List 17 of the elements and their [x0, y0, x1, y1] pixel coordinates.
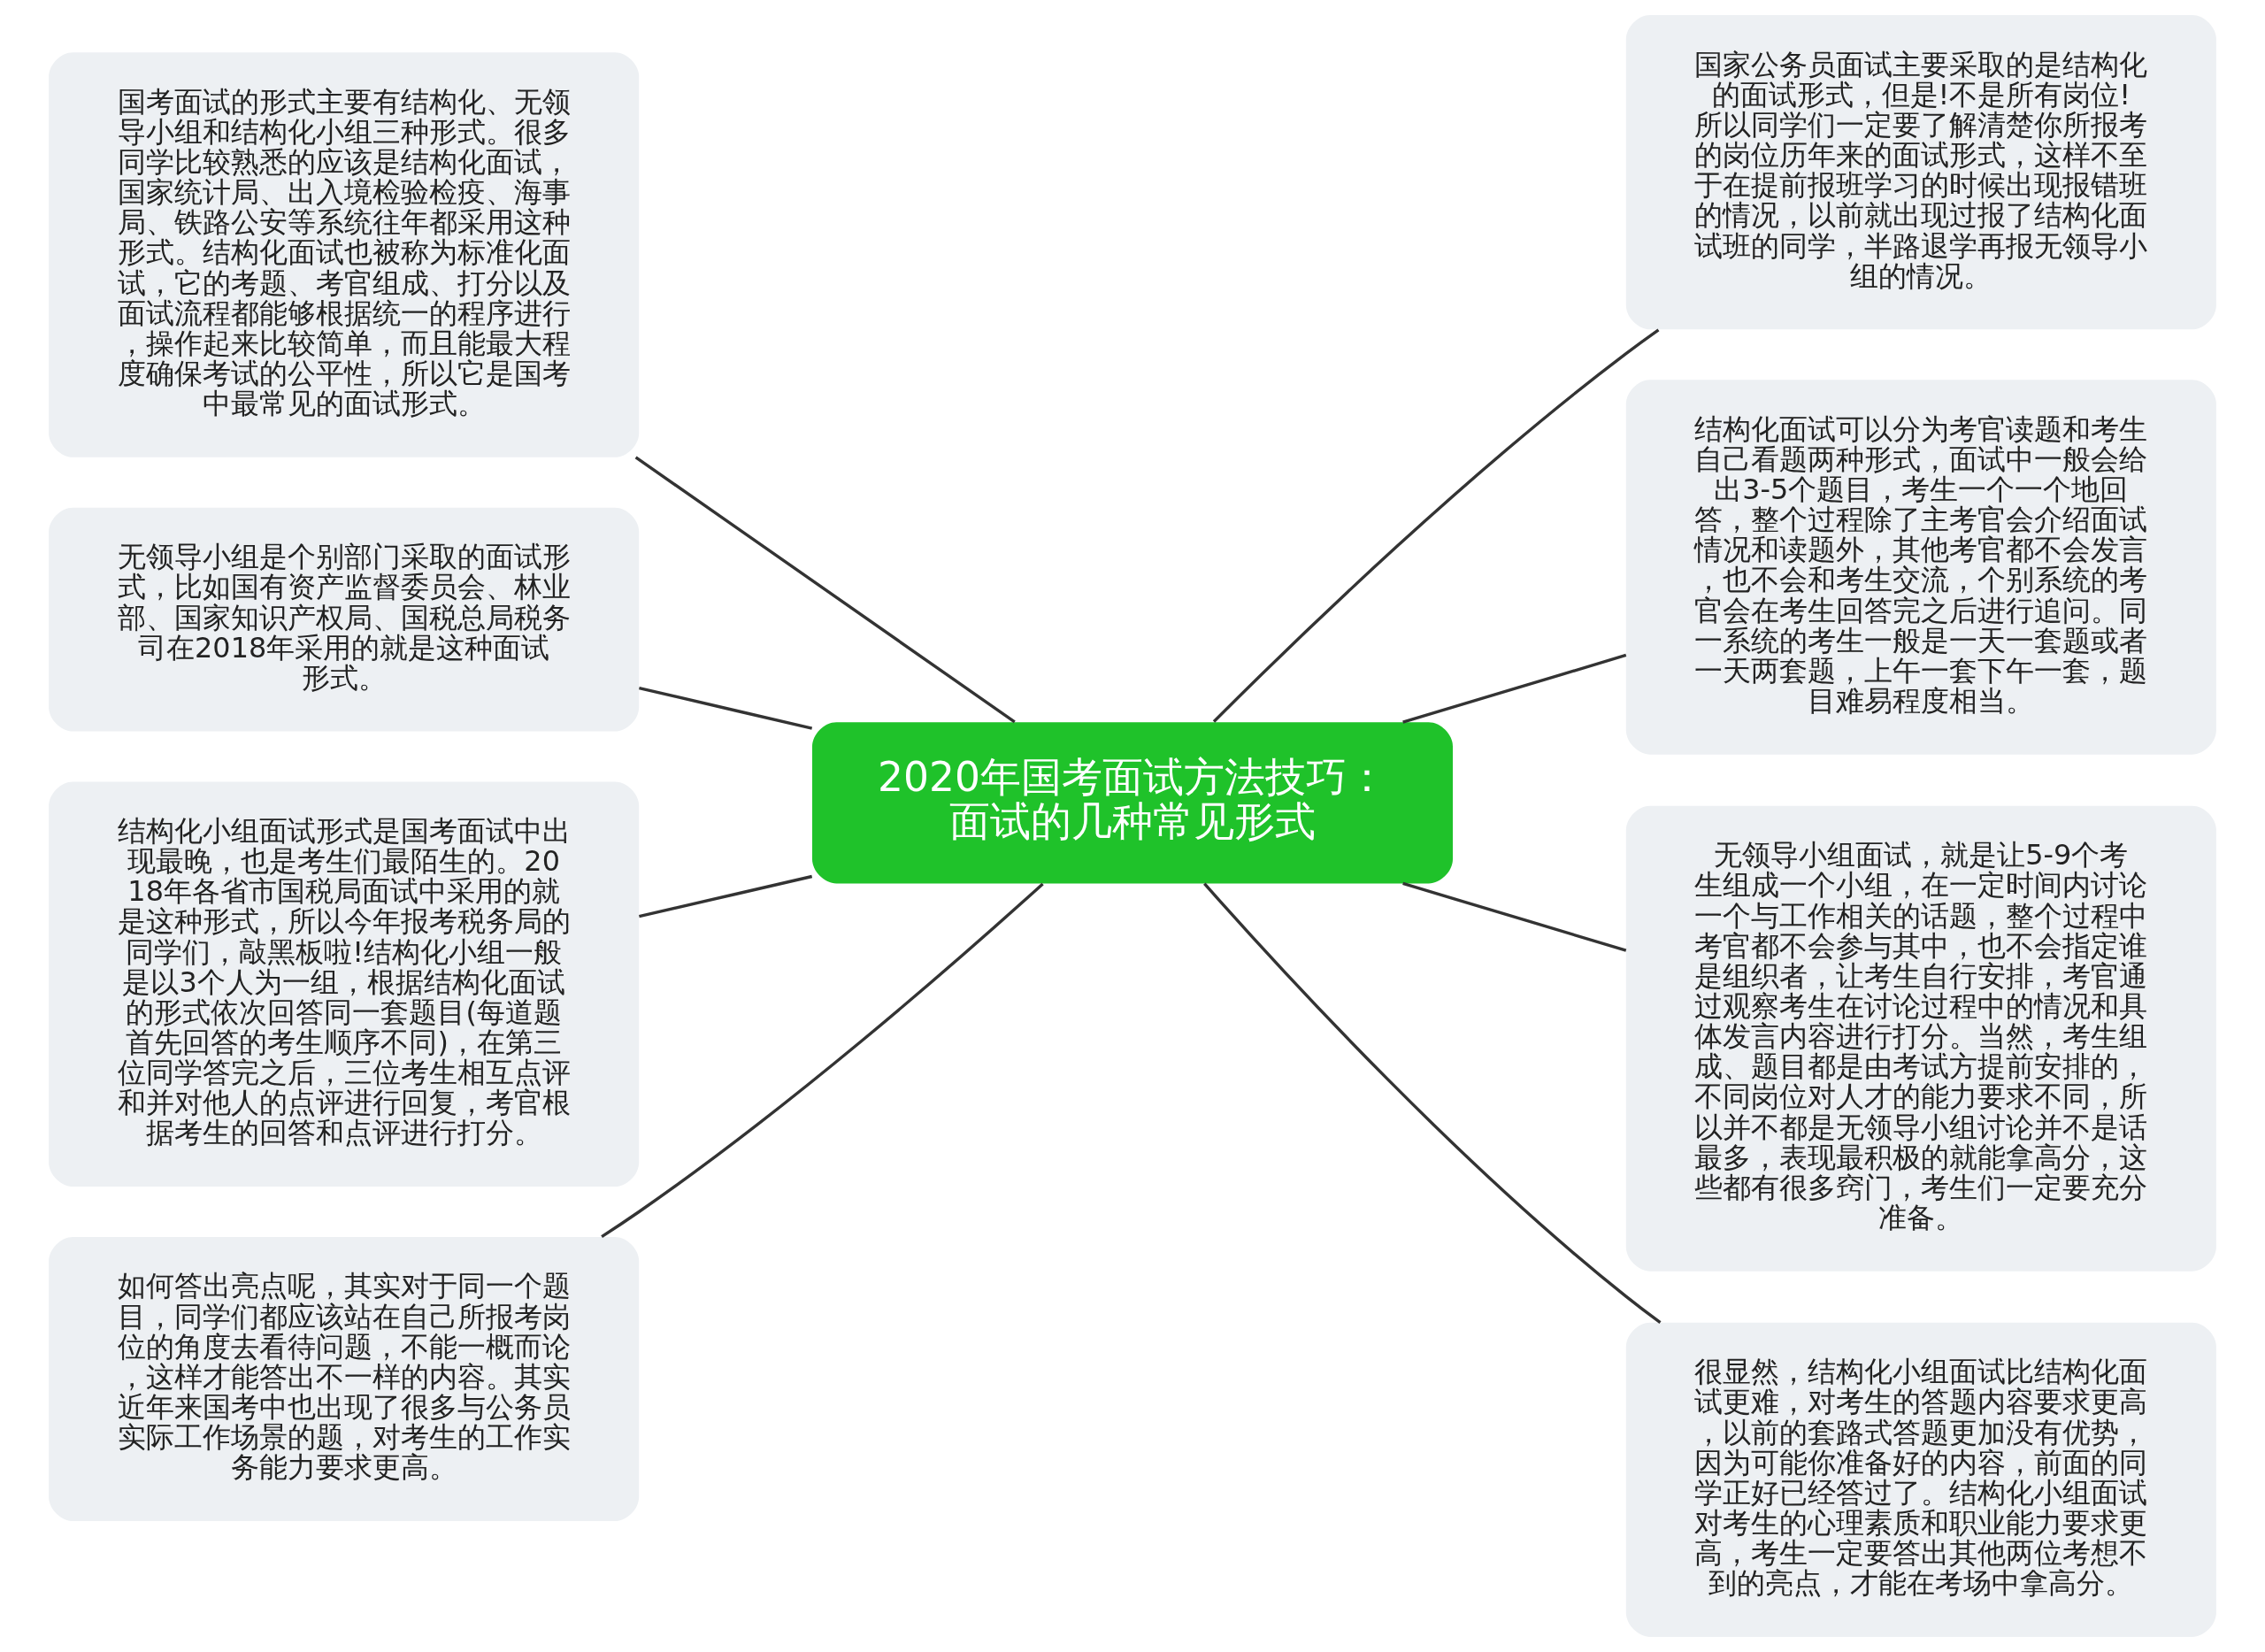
connector — [1402, 881, 1627, 952]
connector — [639, 874, 813, 918]
node-box: 很显然，结构化小组面试比结构化面试更难，对考生的答题内容要求更高，以前的套路式答题更加没有优势，因为可能你准备好的内容，前面的同学正好已经答过了。结构化小组面试对考生的心理素质和职业能力要求更高，考生一定要答出其他两位考想不到的亮点，才能在考场中拿高分。 — [1625, 1322, 2216, 1637]
connector — [1203, 882, 1662, 1324]
node-box: 无领导小组面试，就是让5-9个考生组成一个小组，在一定时间内讨论一个与工作相关的话题，整个过程中考官都不会参与其中，也不会指定谁是组织者，让考生自行安排，考官通过观察考生在讨论过程中的情况和具体发言内容进行打分。当然，考生组成、题目都是由考试方提前安排的，不同岗位对人才的能力要求不同，所以并不都是无领导小组讨论并不是话最多，表现最积极的就能拿高分，这些都有很多窍门，考生们一定要充分准备。 — [1625, 805, 2216, 1272]
node-box: 结构化面试可以分为考官读题和考生自己看题两种形式，面试中一般会给出3-5个题目，考生一个一个地回答，整个过程除了主考官会介绍面试情况和读题外，其他考官都不会发言，也不会和考生交流，个别系统的考官会在考生回答完之后进行追问。同一系统的考生一般是一天一套题或者一天两套题，上午一套下午一套，题目难易程度相当。 — [1625, 380, 2216, 755]
node-box: 如何答出亮点呢，其实对于同一个题目，同学们都应该站在自己所报考岗位的角度去看待问题，不能一概而论，这样才能答出不一样的内容。其实近年来国考中也出现了很多与公务员实际工作场景的题，对考生的工作实务能力要求更高。 — [49, 1236, 640, 1521]
node-box: 2020年国考面试方法技巧：面试的几种常见形式 — [812, 722, 1453, 884]
connector — [601, 882, 1044, 1239]
connector — [634, 456, 1016, 724]
node-box: 结构化小组面试形式是国考面试中出现最晚，也是考生们最陌生的。2018年各省市国税局面试中采用的就是这种形式，所以今年报考税务局的同学们，敲黑板啦!结构化小组一般是以3个人为一组，根据结构化面试的形式依次回答同一套题目(每道题首先回答的考生顺序不同)，在第三位同学答完之后，三位考生相互点评和并对他人的点评进行回复，考官根据考生的回答和点评进行打分。 — [49, 781, 640, 1187]
connector — [1402, 653, 1627, 724]
node-box: 无领导小组是个别部门采取的面试形式，比如国有资产监督委员会、林业部、国家知识产权局、国税总局税务司在2018年采用的就是这种面试形式。 — [49, 507, 640, 732]
connector — [1212, 328, 1660, 723]
connector — [639, 686, 813, 730]
node-box: 国考面试的形式主要有结构化、无领导小组和结构化小组三种形式。很多同学比较熟悉的应该是结构化面试，国家统计局、出入境检验检疫、海事局、铁路公安等系统往年都采用这种形式。结构化面试也被称为标准化面试，它的考题、考官组成、打分以及面试流程都能够根据统一的程序进行，操作起来比较简单，而且能最大程度确保考试的公平性，所以它是国考中最常见的面试形式。 — [49, 52, 640, 457]
node-box: 国家公务员面试主要采取的是结构化的面试形式，但是!不是所有岗位!所以同学们一定要了解清楚你所报考的岗位历年来的面试形式，这样不至于在提前报班学习的时候出现报错班的情况，以前就出现过报了结构化面试班的同学，半路退学再报无领导小组的情况。 — [1625, 15, 2216, 330]
